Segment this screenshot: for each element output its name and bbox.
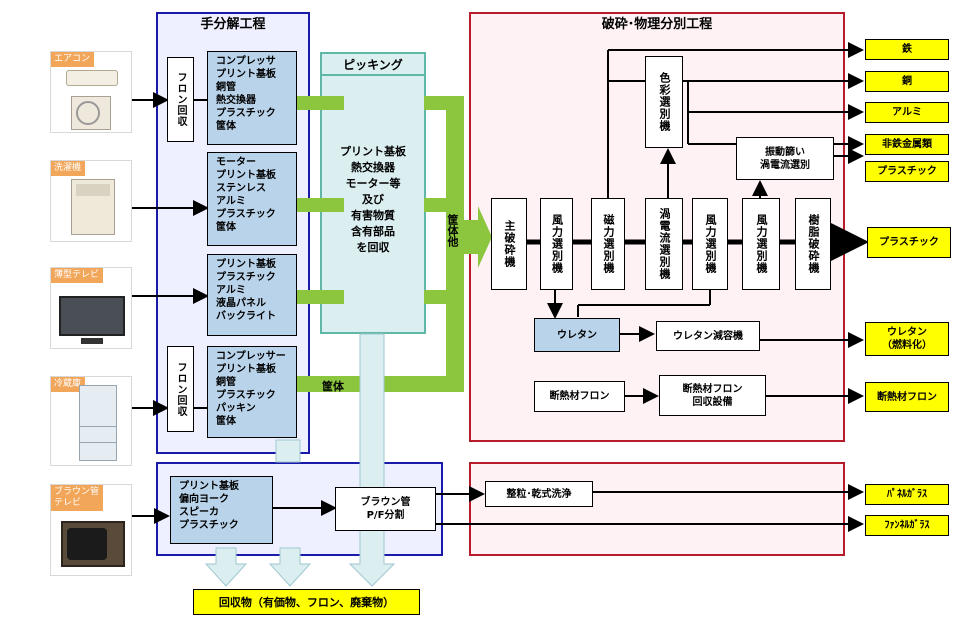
manual-disassembly-title: 手分解工程 xyxy=(200,17,266,32)
appliance-washing-machine: 洗濯機 xyxy=(50,160,132,242)
appliance-air-conditioner: エアコン xyxy=(50,51,132,133)
output-plastic-2: プラスチック xyxy=(867,227,951,258)
main-crusher-box: 主破砕機 xyxy=(491,198,527,290)
component-list-crt-tv: プリント基板 偏向ヨーク スピーカ プラスチック xyxy=(170,476,273,544)
insulation-freon-box: 断熱材フロン xyxy=(534,381,625,412)
ac-outdoor-unit-icon xyxy=(71,96,111,130)
output-recovered-materials: 回収物（有価物、フロン、廃棄物） xyxy=(193,589,420,615)
output-iron: 鉄 xyxy=(865,39,949,60)
fridge-door-line xyxy=(80,442,116,443)
washing-machine-icon xyxy=(71,179,115,235)
appliance-label-refrigerator: 冷蔵庫 xyxy=(51,377,86,392)
output-nonferrous: 非鉄金属類 xyxy=(865,134,949,155)
crt-tv-icon xyxy=(61,521,125,567)
appliance-label-air-conditioner: エアコン xyxy=(51,52,95,67)
crushing-title: 破砕･物理分別工程 xyxy=(601,17,713,32)
tv-stand-icon xyxy=(81,338,103,344)
output-funnel-glass: ﾌｧﾝﾈﾙｶﾞﾗｽ xyxy=(865,515,949,536)
vibration-eddy-box: 振動篩い 渦電流選別 xyxy=(736,137,834,180)
casing-other-label: 筐体他 xyxy=(446,214,459,247)
output-copper: 銅 xyxy=(865,71,949,92)
picking-title: ピッキング xyxy=(322,54,424,76)
wind-separator-box-1: 風力選別機 xyxy=(540,198,573,290)
casing-label: 筐体 xyxy=(322,380,344,393)
appliance-label-crt-tv: ブラウン管 テレビ xyxy=(51,485,104,511)
eddy-current-separator-box: 渦電流選別機 xyxy=(645,198,683,290)
output-panel-glass: ﾊﾟﾈﾙｶﾞﾗｽ xyxy=(865,484,949,505)
fridge-door-line xyxy=(80,426,116,427)
output-plastic-1: プラスチック xyxy=(865,161,949,182)
component-list-air-conditioner: コンプレッサ プリント基板 銅管 熱交換器 プラスチック 筐体 xyxy=(207,51,297,145)
air-conditioner-icon xyxy=(66,70,118,86)
output-urethane-fuel: ウレタン （燃料化） xyxy=(865,322,949,356)
wind-separator-box-2: 風力選別機 xyxy=(692,198,728,290)
refrigerator-icon xyxy=(79,385,117,461)
washer-lid-icon xyxy=(76,184,110,196)
insulation-freon-recovery-box: 断熱材フロン 回収設備 xyxy=(659,375,766,416)
urethane-reducer-box: ウレタン減容機 xyxy=(656,321,760,351)
component-list-flat-tv: プリント基板 プラスチック アルミ 液晶パネル バックライト xyxy=(207,254,297,336)
crt-crushing-section xyxy=(469,462,845,556)
crt-screen-icon xyxy=(67,528,107,560)
appliance-refrigerator: 冷蔵庫 xyxy=(50,376,132,466)
component-list-refrigerator: コンプレッサー プリント基板 銅管 プラスチック パッキン 筐体 xyxy=(207,346,297,438)
appliance-label-washing-machine: 洗濯機 xyxy=(51,161,86,176)
wind-separator-box-3: 風力選別機 xyxy=(742,198,780,290)
ac-fan-icon xyxy=(76,101,100,125)
picking-section: ピッキング プリント基板 熱交換器 モーター等 及び 有害物質 含有部品 を回収 xyxy=(320,52,426,334)
sizing-dry-wash-box: 整粒･乾式洗浄 xyxy=(485,481,593,507)
component-list-washing-machine: モーター プリント基板 ステンレス アルミ プラスチック 筐体 xyxy=(207,152,297,246)
urethane-box: ウレタン xyxy=(534,318,620,352)
flat-tv-icon xyxy=(59,296,125,336)
appliance-crt-tv: ブラウン管 テレビ xyxy=(50,484,132,576)
picking-description: プリント基板 熱交換器 モーター等 及び 有害物質 含有部品 を回収 xyxy=(340,145,406,254)
crt-split-box: ブラウン管 P/F分割 xyxy=(335,487,436,531)
output-insulation-freon: 断熱材フロン xyxy=(865,382,949,412)
color-sorter-box: 色彩選別機 xyxy=(645,56,683,148)
output-aluminum: アルミ xyxy=(865,102,949,123)
appliance-label-flat-tv: 薄型テレビ xyxy=(51,268,104,283)
freon-recovery-box-1: フロン回収 xyxy=(167,57,194,142)
resin-crusher-box: 樹脂破砕機 xyxy=(795,198,831,290)
magnetic-separator-box: 磁力選別機 xyxy=(591,198,625,290)
appliance-flat-tv: 薄型テレビ xyxy=(50,267,132,349)
freon-recovery-box-2: フロン回収 xyxy=(167,346,194,432)
